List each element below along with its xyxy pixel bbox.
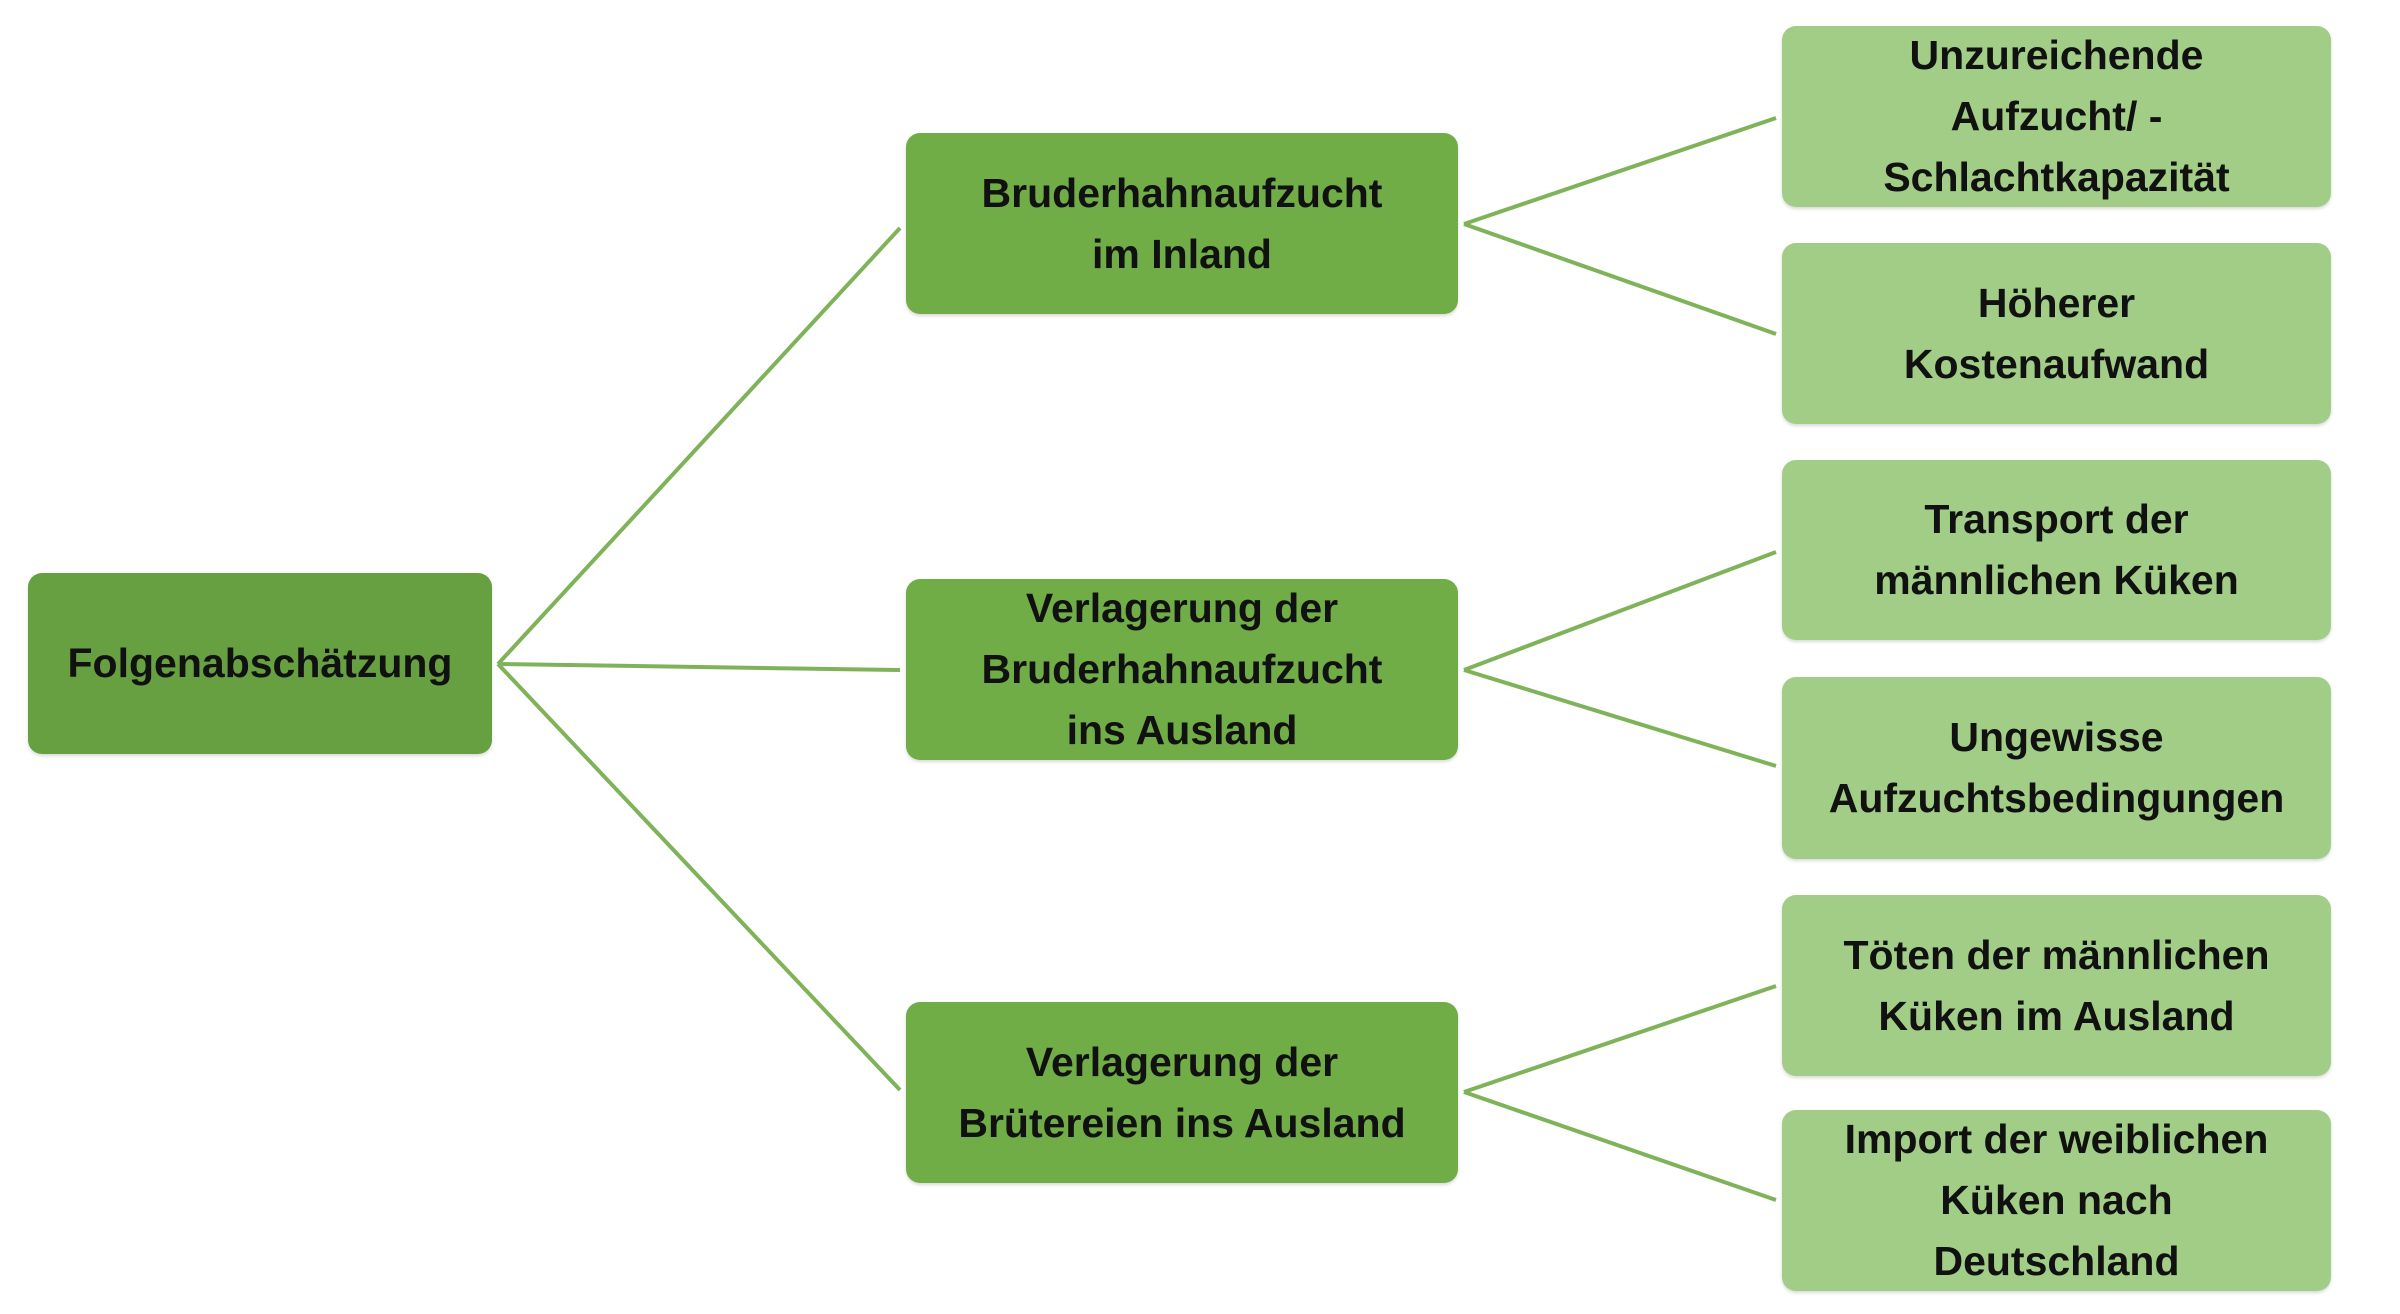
branch-label-line: Verlagerung der (1025, 1038, 1339, 1085)
leaf-label-line: Unzureichende (1909, 32, 2204, 78)
leaf-label-line: männlichen Küken (1874, 557, 2239, 603)
branch-label-line: im Inland (1092, 230, 1272, 277)
root-label: Folgenabschätzung (67, 640, 453, 686)
leaf-label-line: Import der weiblichen (1844, 1116, 2269, 1162)
branch-label-line: ins Ausland (1066, 707, 1298, 753)
branch-node-domestic-rearing: Bruderhahnaufzucht im Inland (906, 133, 1458, 314)
leaf-label-line: Küken nach (1940, 1177, 2173, 1223)
connector-root-branch-3 (496, 662, 902, 1092)
leaf-node-transport: Transport der männlichen Küken (1782, 460, 2331, 640)
leaf-label-line: Deutschland (1933, 1238, 2180, 1284)
branch-label-line: Verlagerung der (1025, 585, 1339, 631)
branch-label-line: Brütereien ins Ausland (958, 1099, 1406, 1146)
leaf-label-line: Aufzucht/ - (1950, 93, 2163, 139)
leaf-label-line: Aufzuchtsbedingungen (1828, 775, 2285, 821)
connector-branch-2-leaf-1 (1463, 550, 1777, 672)
connector-branch-3-leaf-2 (1463, 1090, 1777, 1202)
leaf-label-line: Küken im Ausland (1878, 992, 2235, 1039)
connector-root-branch-2 (497, 662, 901, 672)
leaf-label-line: Ungewisse (1949, 714, 2164, 760)
leaf-label-line: Töten der männlichen (1843, 931, 2270, 978)
connector-branch-2-leaf-2 (1463, 668, 1777, 768)
connector-root-branch-1 (496, 226, 902, 666)
leaf-label-line: Höherer (1977, 279, 2136, 326)
leaf-label-line: Schlachtkapazität (1883, 154, 2230, 200)
connector-branch-1-leaf-1 (1463, 116, 1777, 226)
connector-branch-1-leaf-2 (1463, 222, 1777, 336)
branch-label-line: Bruderhahnaufzucht (981, 646, 1383, 692)
root-node: Folgenabschätzung (28, 573, 492, 754)
branch-label-line: Bruderhahnaufzucht (981, 169, 1383, 216)
leaf-label-line: Transport der (1924, 496, 2189, 542)
leaf-label-line: Kostenaufwand (1903, 340, 2210, 387)
connector-branch-3-leaf-1 (1463, 984, 1777, 1094)
